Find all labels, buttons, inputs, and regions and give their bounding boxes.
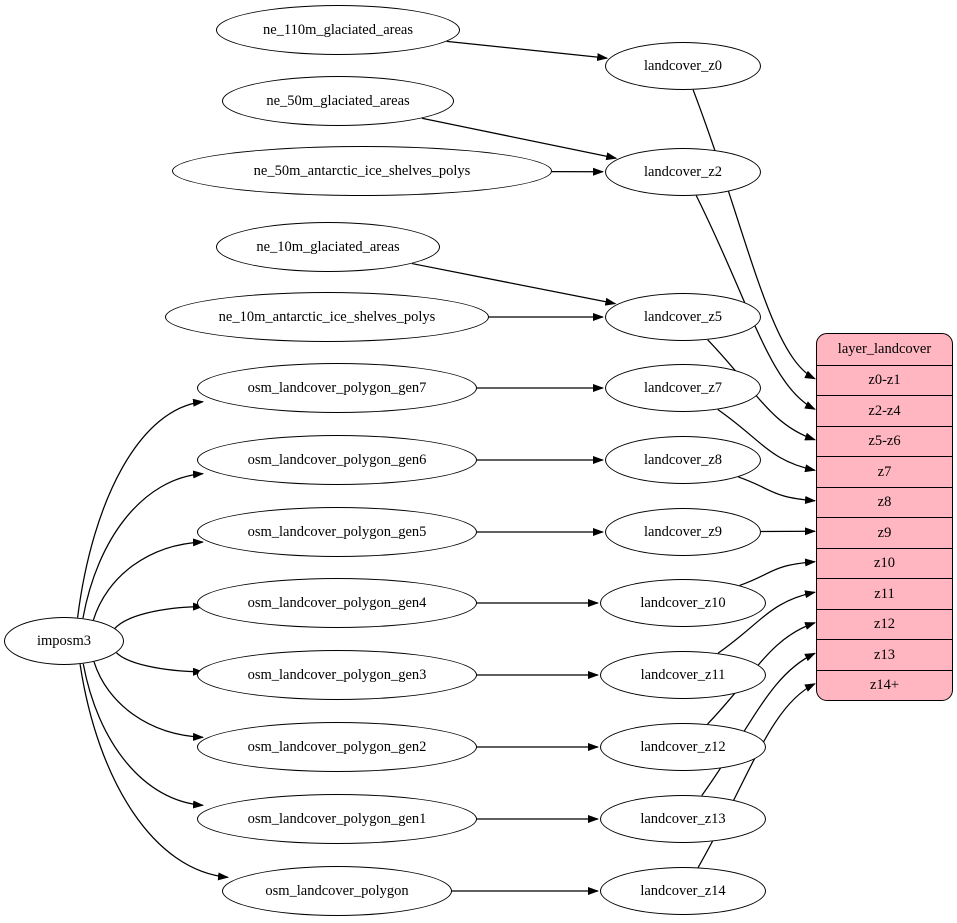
edge-landcover-z7-to-row-z7 [717,408,816,473]
node-ne-50m-glaciated-areas: ne_50m_glaciated_areas [222,76,454,126]
edge-landcover-z0-to-row-z0-z1 [692,89,816,380]
layer-row-z5-z6: z5-z6 [817,425,952,457]
node-landcover-z14: landcover_z14 [600,867,766,915]
node-imposm3: imposm3 [4,617,124,665]
edge-landcover-z11-to-row-z11 [717,590,816,654]
layer-row-z14-: z14+ [817,669,952,701]
layer-row-z2-z4: z2-z4 [817,395,952,426]
node-landcover-z2: landcover_z2 [605,148,761,196]
node-osm-landcover-polygon-gen4: osm_landcover_polygon_gen4 [197,578,477,628]
edge-landcover-z8-to-row-z8 [738,476,816,504]
layer-row-z7: z7 [817,456,952,487]
layer-row-z8: z8 [817,486,952,518]
edge-landcover-z2-to-row-z2-z4 [695,195,816,410]
edge-landcover-z13-to-row-z13 [701,652,816,796]
edge-landcover-z5-to-row-z5-z6 [707,339,816,441]
layer-row-z10: z10 [817,547,952,579]
node-landcover-z12: landcover_z12 [600,723,766,771]
node-landcover-z5: landcover_z5 [605,293,761,341]
edge-imposm3-to-osm-landcover-polygon [79,664,229,881]
edge-ne-50m-glaciated-areas-to-landcover-z2 [421,117,618,161]
table-header: layer_landcover [837,341,932,357]
node-osm-landcover-polygon-gen6: osm_landcover_polygon_gen6 [197,435,477,485]
edge-imposm3-to-osm-landcover-polygon-gen2 [93,661,204,741]
node-landcover-z8: landcover_z8 [605,436,761,484]
node-osm-landcover-polygon-gen3: osm_landcover_polygon_gen3 [197,650,477,700]
edge-imposm3-to-osm-landcover-polygon-gen6 [82,470,204,619]
edge-ne-110m-glaciated-areas-to-landcover-z0 [446,40,609,62]
node-ne-10m-antarctic-ice-shelves-polys: ne_10m_antarctic_ice_shelves_polys [165,292,489,342]
node-ne-50m-antarctic-ice-shelves-polys: ne_50m_antarctic_ice_shelves_polys [172,146,552,196]
layer-row-z12: z12 [817,608,952,640]
node-landcover-z7: landcover_z7 [605,364,761,412]
node-osm-landcover-polygon-gen1: osm_landcover_polygon_gen1 [197,794,477,844]
node-landcover-z13: landcover_z13 [600,795,766,843]
node-osm-landcover-polygon-gen2: osm_landcover_polygon_gen2 [197,722,477,772]
node-osm-landcover-polygon: osm_landcover_polygon [222,866,452,916]
node-ne-110m-glaciated-areas: ne_110m_glaciated_areas [216,5,460,55]
edge-landcover-z12-to-row-z12 [707,622,816,725]
node-landcover-z10: landcover_z10 [600,579,766,627]
edge-imposm3-to-osm-landcover-polygon-gen4 [114,602,204,629]
edge-imposm3-to-osm-landcover-polygon-gen5 [92,538,204,621]
edge-imposm3-to-osm-landcover-polygon-gen3 [116,652,204,676]
node-landcover-z11: landcover_z11 [600,651,766,699]
edge-imposm3-to-osm-landcover-polygon-gen1 [82,663,204,809]
layer-row-z13: z13 [817,639,952,670]
node-landcover-z9: landcover_z9 [605,508,761,556]
layer-row-z11: z11 [817,578,952,609]
node-osm-landcover-polygon-gen5: osm_landcover_polygon_gen5 [197,507,477,557]
layer-row-z9: z9 [817,517,952,548]
edge-imposm3-to-osm-landcover-polygon-gen7 [76,398,204,618]
node-ne-10m-glaciated-areas: ne_10m_glaciated_areas [216,222,440,272]
edge-landcover-z10-to-row-z10 [739,558,816,587]
node-landcover-z0: landcover_z0 [605,42,761,90]
layer-row-z0-z1: z0-z1 [817,364,952,396]
node-osm-landcover-polygon-gen7: osm_landcover_polygon_gen7 [197,363,477,413]
edge-ne-10m-glaciated-areas-to-landcover-z5 [411,262,617,306]
